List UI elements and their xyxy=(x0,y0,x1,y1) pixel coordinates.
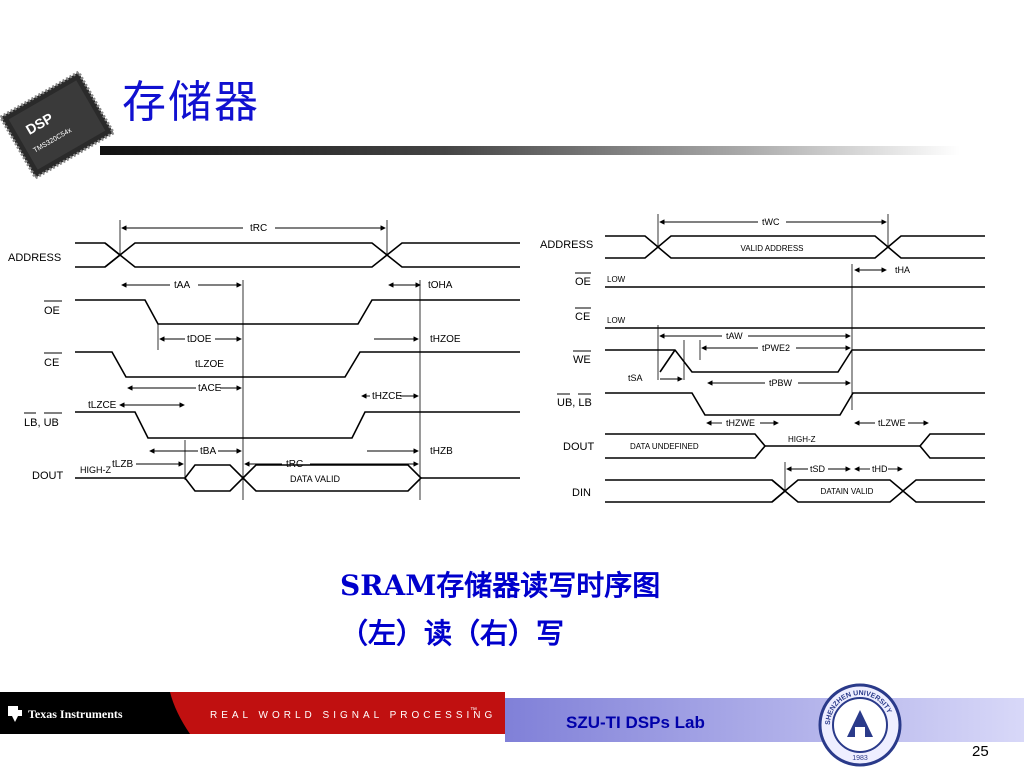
param-tdoe: tDOE xyxy=(187,334,212,345)
ce-low-label: LOW xyxy=(607,316,626,325)
signal-din-w: DIN xyxy=(572,487,591,499)
signal-oe: OE xyxy=(44,305,60,317)
read-highz-label: HIGH-Z xyxy=(80,465,111,475)
slide-title: 存储器 xyxy=(122,77,260,128)
ti-trademark: ™ xyxy=(470,707,477,714)
dsp-chip-image: DSP TMS320C54x xyxy=(0,70,115,180)
read-timing-diagram: ADDRESS OE CE LB, UB DOUT DATA VALID HIG… xyxy=(8,220,520,500)
lab-banner xyxy=(505,698,1024,742)
ti-company-name: Texas Instruments xyxy=(28,707,123,721)
ti-tagline: REAL WORLD SIGNAL PROCESSING xyxy=(210,710,496,721)
param-tpwe2: tPWE2 xyxy=(762,343,790,353)
signal-ce: CE xyxy=(44,357,59,369)
diagram-caption: SRAM存储器读写时序图 （左）读（右）写 xyxy=(340,562,660,658)
title-rule xyxy=(100,146,960,155)
signal-we-w: WE xyxy=(573,354,591,366)
param-tlzb: tLZB xyxy=(112,459,133,470)
param-tace: tACE xyxy=(198,383,222,394)
param-tlzoe: tLZOE xyxy=(195,359,224,370)
page-number: 25 xyxy=(972,743,989,760)
param-tha: tHA xyxy=(895,265,910,275)
param-twc: tWC xyxy=(762,217,780,227)
signal-ub-lb-w: UB, LB xyxy=(557,397,592,409)
signal-dout: DOUT xyxy=(32,470,63,482)
param-tpbw: tPBW xyxy=(769,378,793,388)
read-data-valid-label: DATA VALID xyxy=(290,474,341,484)
signal-address: ADDRESS xyxy=(8,252,61,264)
signal-address-w: ADDRESS xyxy=(540,239,593,251)
param-tlzwe: tLZWE xyxy=(878,418,906,428)
param-thzoe: tHZOE xyxy=(430,334,461,345)
param-tlzce: tLZCE xyxy=(88,400,117,411)
param-trc: tRC xyxy=(250,223,267,234)
param-toha: tOHA xyxy=(428,280,453,291)
university-seal-icon: SHENZHEN UNIVERSITY 1983 xyxy=(818,683,902,767)
param-trc-dout: tRC xyxy=(286,459,303,470)
ti-footer-banner: Texas Instruments REAL WORLD SIGNAL PROC… xyxy=(0,692,505,734)
signal-ce-w: CE xyxy=(575,311,590,323)
valid-address-label: VALID ADDRESS xyxy=(741,244,804,253)
ti-logo-icon xyxy=(8,706,22,722)
param-thzb: tHZB xyxy=(430,446,453,457)
write-highz-label: HIGH-Z xyxy=(788,435,816,444)
caption-line-2: （左）读（右）写 xyxy=(340,617,565,650)
param-taw: tAW xyxy=(726,331,743,341)
param-tba: tBA xyxy=(200,446,216,457)
datain-valid-label: DATAIN VALID xyxy=(821,487,874,496)
param-taa: tAA xyxy=(174,280,190,291)
param-tsa: tSA xyxy=(628,373,643,383)
data-undefined-label: DATA UNDEFINED xyxy=(630,442,699,451)
lab-name: SZU-TI DSPs Lab xyxy=(566,713,705,732)
oe-low-label: LOW xyxy=(607,275,626,284)
caption-line-1: SRAM存储器读写时序图 xyxy=(340,569,661,602)
seal-year: 1983 xyxy=(852,755,868,762)
signal-dout-w: DOUT xyxy=(563,441,594,453)
param-tsd: tSD xyxy=(810,464,826,474)
signal-oe-w: OE xyxy=(575,276,591,288)
param-thzce: tHZCE xyxy=(372,391,402,402)
param-thd: tHD xyxy=(872,464,888,474)
param-thzwe: tHZWE xyxy=(726,418,755,428)
sram-timing-diagrams: ADDRESS OE CE LB, UB DOUT DATA VALID HIG… xyxy=(8,214,985,503)
write-timing-diagram: ADDRESS OE CE WE UB, LB DOUT DIN VALID A… xyxy=(540,214,985,503)
signal-lb-ub: LB, UB xyxy=(24,417,59,429)
